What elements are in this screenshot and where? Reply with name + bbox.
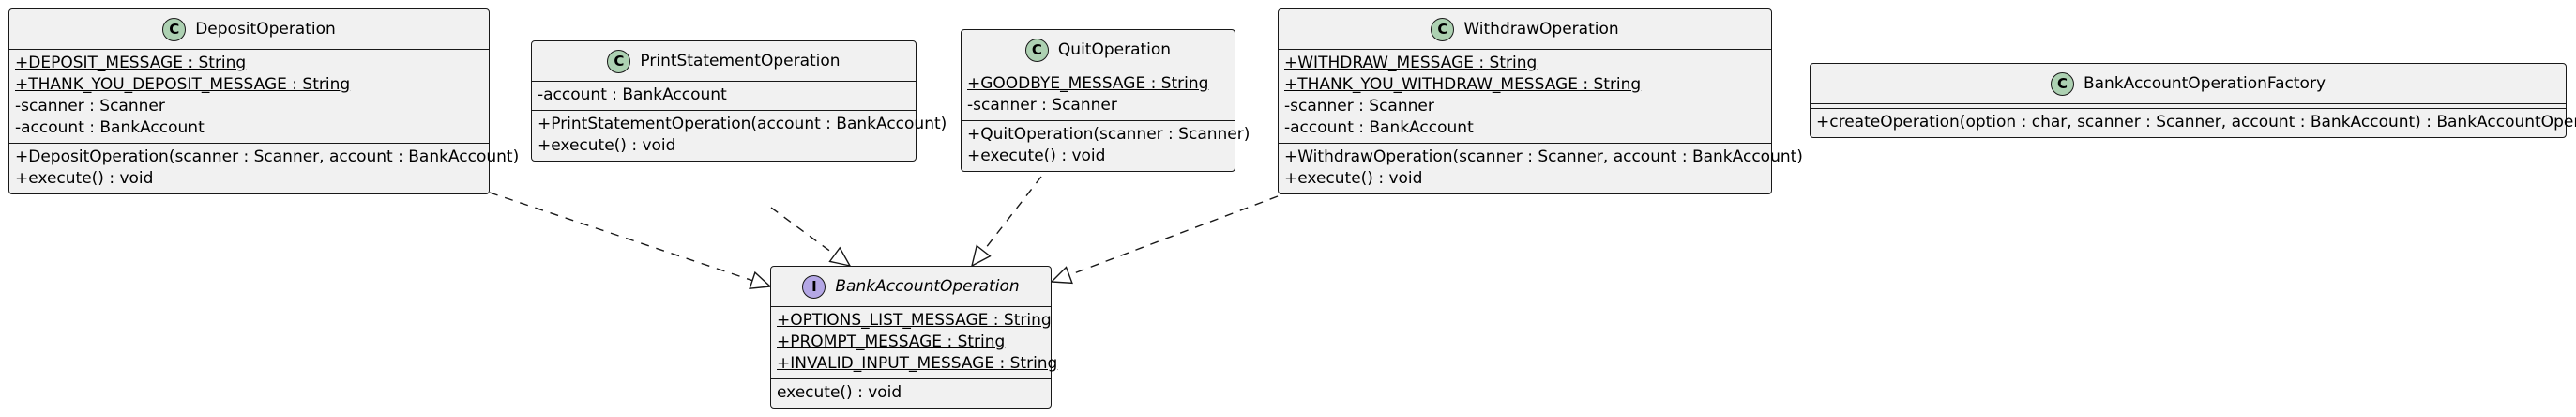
hollow-triangle-arrowhead <box>749 270 772 289</box>
class-name: WithdrawOperation <box>1463 20 1619 39</box>
fields-section: +WITHDRAW_MESSAGE : String +THANK_YOU_WIT… <box>1279 49 1771 143</box>
methods-section: +PrintStatementOperation(account : BankA… <box>532 110 947 161</box>
fields-section: -account : BankAccount <box>532 81 916 110</box>
class-name: BankAccountOperation <box>835 277 1020 296</box>
methods-section: +createOperation(option : char, scanner … <box>1811 108 2576 137</box>
class-header: C WithdrawOperation <box>1279 9 1771 49</box>
class-field: -account : BankAccount <box>538 85 727 104</box>
class-method: +PrintStatementOperation(account : BankA… <box>538 115 947 133</box>
methods-section: execute() : void <box>771 378 1051 408</box>
dashed-line <box>1068 195 1279 276</box>
realization-quit <box>970 176 1042 268</box>
class-method: +DepositOperation(scanner : Scanner, acc… <box>15 147 520 166</box>
class-header: C QuitOperation <box>962 30 1235 70</box>
methods-section: +DepositOperation(scanner : Scanner, acc… <box>9 143 520 193</box>
class-name: DepositOperation <box>195 20 336 39</box>
class-field: +WITHDRAW_MESSAGE : String <box>1284 54 1538 72</box>
class-header: C PrintStatementOperation <box>532 41 916 81</box>
class-method: +QuitOperation(scanner : Scanner) <box>967 125 1250 144</box>
class-field: +THANK_YOU_WITHDRAW_MESSAGE : String <box>1284 75 1642 94</box>
class-stereotype-icon: C <box>1024 38 1049 62</box>
class-field: +THANK_YOU_DEPOSIT_MESSAGE : String <box>15 75 351 94</box>
class-method: +execute() : void <box>967 147 1106 165</box>
class-field: +INVALID_INPUT_MESSAGE : String <box>777 354 1058 373</box>
realization-print <box>770 207 852 268</box>
class-stereotype-icon: C <box>2050 71 2074 96</box>
hollow-triangle-arrowhead <box>970 244 992 268</box>
dashed-line <box>770 207 836 255</box>
class-deposit-operation[interactable]: C DepositOperation +DEPOSIT_MESSAGE : Stri… <box>8 8 520 194</box>
interface-stereotype-icon: I <box>802 274 826 299</box>
class-field: +DEPOSIT_MESSAGE : String <box>15 54 247 72</box>
class-bank-account-operation-factory[interactable]: C BankAccountOperationFactory +createOpera… <box>1810 63 2576 138</box>
fields-section <box>1811 103 2566 108</box>
dashed-line <box>982 176 1042 252</box>
fields-section: +OPTIONS_LIST_MESSAGE : String +PROMPT_ME… <box>771 306 1058 378</box>
class-field: +OPTIONS_LIST_MESSAGE : String <box>777 311 1052 330</box>
dashed-line <box>489 192 753 282</box>
class-method: +WithdrawOperation(scanner : Scanner, ac… <box>1284 147 1803 166</box>
class-method: +createOperation(option : char, scanner … <box>1816 113 2576 131</box>
class-stereotype-icon: C <box>1431 17 1455 41</box>
class-header: I BankAccountOperation <box>771 267 1051 306</box>
class-print-statement-operation[interactable]: C PrintStatementOperation -account : BankA… <box>531 40 947 162</box>
class-header: C BankAccountOperationFactory <box>1811 64 2566 103</box>
class-quit-operation[interactable]: C QuitOperation +GOODBYE_MESSAGE : String -… <box>961 29 1250 172</box>
class-field: -account : BankAccount <box>1284 118 1474 137</box>
hollow-triangle-arrowhead <box>828 246 852 268</box>
class-field: -scanner : Scanner <box>1284 97 1434 116</box>
class-method: execute() : void <box>777 383 902 402</box>
realization-deposit <box>489 192 772 289</box>
fields-section: +GOODBYE_MESSAGE : String -scanner : Scan… <box>962 70 1235 120</box>
class-field: -account : BankAccount <box>15 118 205 137</box>
interface-bank-account-operation[interactable]: I BankAccountOperation +OPTIONS_LIST_MESSA… <box>770 266 1058 409</box>
methods-section: +WithdrawOperation(scanner : Scanner, ac… <box>1279 143 1803 193</box>
class-header: C DepositOperation <box>9 9 489 49</box>
class-method: +execute() : void <box>1284 169 1423 188</box>
class-method: +execute() : void <box>538 136 676 155</box>
methods-section: +QuitOperation(scanner : Scanner) +execut… <box>962 120 1250 171</box>
class-field: +PROMPT_MESSAGE : String <box>777 332 1006 351</box>
hollow-triangle-arrowhead <box>1050 266 1073 285</box>
class-field: -scanner : Scanner <box>15 97 165 116</box>
class-field: -scanner : Scanner <box>967 96 1117 115</box>
realization-withdraw <box>1050 195 1279 285</box>
class-name: QuitOperation <box>1057 40 1172 59</box>
class-name: PrintStatementOperation <box>640 52 841 70</box>
class-withdraw-operation[interactable]: C WithdrawOperation +WITHDRAW_MESSAGE : St… <box>1278 8 1803 194</box>
class-stereotype-icon: C <box>162 17 187 41</box>
class-name: BankAccountOperationFactory <box>2083 74 2326 93</box>
fields-section: +DEPOSIT_MESSAGE : String +THANK_YOU_DEPO… <box>9 49 489 143</box>
class-stereotype-icon: C <box>607 49 631 73</box>
class-method: +execute() : void <box>15 169 154 188</box>
class-field: +GOODBYE_MESSAGE : String <box>967 74 1209 93</box>
